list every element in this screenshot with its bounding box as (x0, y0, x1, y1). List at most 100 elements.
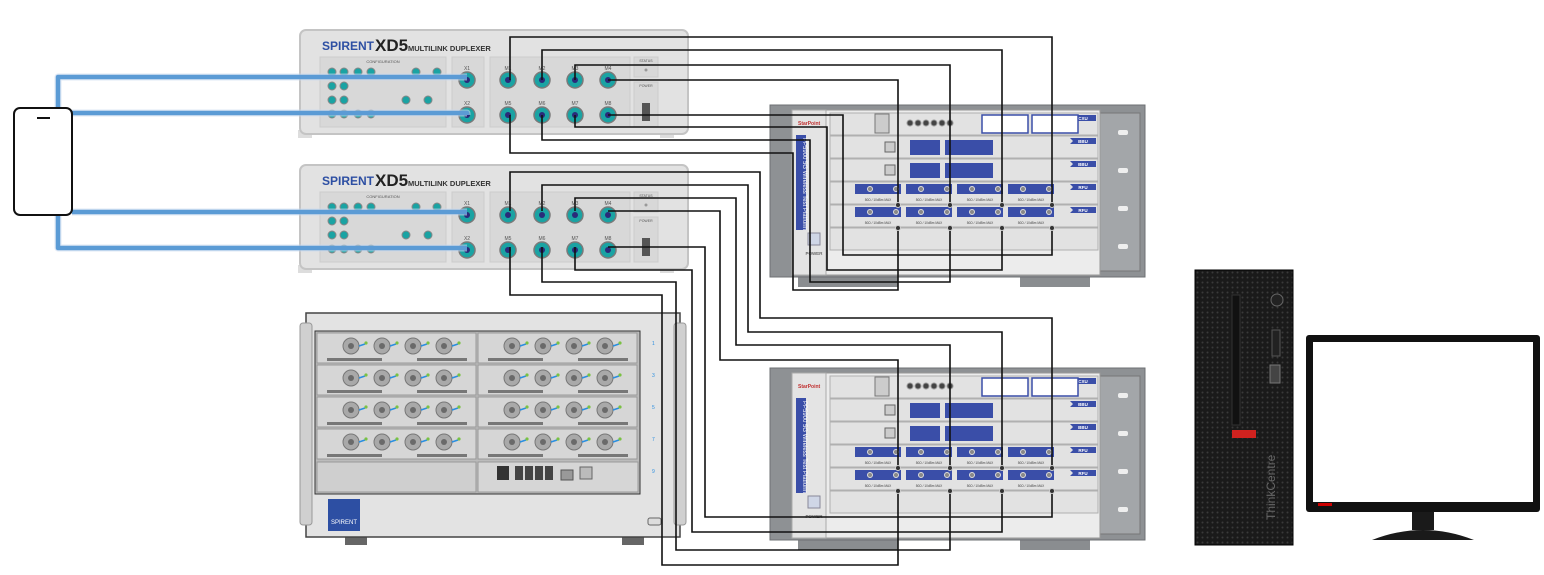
tower-body (1194, 269, 1294, 546)
port-m1: M1 (499, 66, 517, 89)
status-section (633, 56, 659, 78)
card-slot-bbu: BBU (829, 398, 1099, 422)
rf-io-port (944, 186, 950, 192)
sma-center (602, 407, 608, 413)
sfp-cage (1031, 114, 1079, 134)
sfp-port (497, 466, 509, 480)
foot (1020, 277, 1090, 287)
sma-center (540, 343, 546, 349)
coax-wire-10 (541, 184, 1003, 468)
rf-io-connection (999, 488, 1005, 494)
config-port (327, 95, 337, 105)
eject-bar (417, 358, 467, 361)
led-lead (451, 375, 459, 379)
card-face (829, 375, 1099, 399)
rf-io-port (893, 472, 899, 478)
status-led (525, 373, 529, 377)
sfp-port (515, 466, 523, 480)
rf-module (906, 470, 952, 480)
rf-warning: 50Ω / 10dBm MAX (967, 461, 994, 465)
sma-center (379, 343, 385, 349)
status-led (395, 341, 399, 345)
status-led (457, 437, 461, 441)
mount-hole (1118, 244, 1128, 249)
mount-hole (1118, 168, 1128, 173)
rf-module (1008, 447, 1054, 457)
led-lead (581, 375, 589, 379)
platform-label: PP5900 5G Wireless Test Platform (801, 401, 807, 493)
label-band (796, 398, 806, 493)
led-lead (519, 407, 527, 411)
rf-module (855, 184, 901, 194)
rj45-port (560, 469, 574, 481)
black-coax-wires (509, 36, 1055, 566)
config-port (339, 216, 349, 226)
power-label: POWER (805, 251, 823, 256)
sma-center (441, 343, 447, 349)
sma-center (348, 375, 354, 381)
brand-logo: SPIRENT (322, 39, 375, 53)
mount-hole (1118, 431, 1128, 436)
monitor-stand (1372, 530, 1474, 540)
led-lead (612, 439, 620, 443)
port-label: X2 (464, 101, 470, 107)
sma-center (379, 375, 385, 381)
power-switch (642, 103, 650, 121)
mount-hole (1118, 507, 1128, 512)
rf-warning: 50Ω / 10dBm MAX (865, 198, 892, 202)
brand-badge (1232, 430, 1256, 438)
port-label: X1 (464, 66, 470, 72)
led-lead (612, 407, 620, 411)
port-m5: M5 (499, 236, 517, 259)
brand-logo: StarPoint (798, 121, 821, 127)
rf-module (957, 184, 1003, 194)
rf-warning: 50Ω / 10dBm MAX (916, 461, 943, 465)
sma-center (410, 407, 416, 413)
card-face (829, 112, 1099, 136)
status-led (525, 341, 529, 345)
config-port (339, 81, 349, 91)
sma-center (441, 375, 447, 381)
status-led (426, 341, 430, 345)
trigger-port (922, 119, 930, 127)
model-name: XD5 (375, 36, 408, 55)
rf-io-connection (1049, 202, 1055, 208)
port-label: M4 (605, 66, 612, 72)
coax-wire-4 (608, 79, 899, 205)
led-lead (612, 375, 620, 379)
port-label: M4 (605, 201, 612, 207)
status-label: STATUS (639, 59, 653, 63)
monitor (1306, 335, 1540, 540)
rf-io-connection (895, 202, 901, 208)
rf-io-port (893, 209, 899, 215)
eject-bar (327, 454, 382, 457)
mount-hole (1118, 393, 1128, 398)
monitor-logo (1318, 503, 1332, 506)
trigger-port (930, 382, 938, 390)
power-button (647, 517, 662, 526)
rf-warning: 50Ω / 10dBm MAX (916, 221, 943, 225)
card-name: RFU (1078, 448, 1087, 453)
slot-label: 1 (652, 341, 655, 347)
status-led (556, 405, 560, 409)
rf-io-port (944, 449, 950, 455)
status-led (644, 68, 648, 72)
coax-wire-6 (574, 115, 1003, 271)
eject-bar (488, 454, 543, 457)
config-port (327, 81, 337, 91)
sfp-port (535, 466, 543, 480)
rf-warning: 50Ω / 10dBm MAX (967, 198, 994, 202)
rf-module (957, 470, 1003, 480)
status-led (587, 341, 591, 345)
eject-bar (417, 454, 467, 457)
sfp-port (525, 466, 533, 480)
port-label: M7 (572, 101, 579, 107)
rf-warning: 50Ω / 10dBm MAX (865, 461, 892, 465)
slot-label: 5 (652, 405, 655, 411)
led-lead (420, 407, 428, 411)
rf-out-port (1020, 449, 1026, 455)
card-tag (1070, 138, 1096, 144)
status-led (426, 373, 430, 377)
